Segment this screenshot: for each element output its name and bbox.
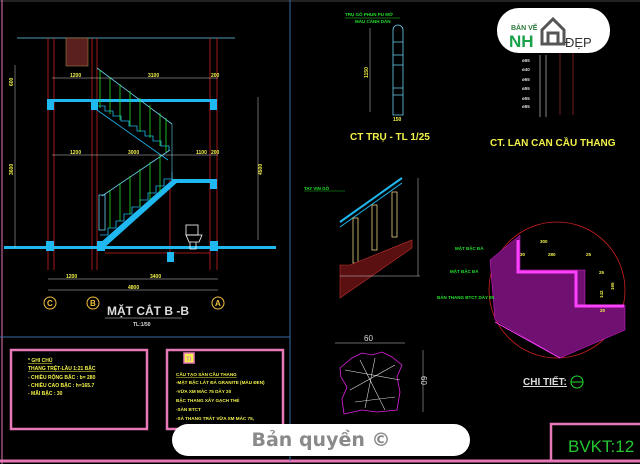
dim-label: 1100 <box>196 150 207 156</box>
svg-text:TI: TI <box>186 357 192 363</box>
section-drawing: 1200 3100 200 1200 3000 1100 200 1200 34… <box>4 37 276 328</box>
step-detail: MẶT BẬC ĐÁ MẶT BẬC ĐÁ BẢN THANG BTCT DÀY… <box>437 221 626 389</box>
svg-text:ø65: ø65 <box>522 58 530 63</box>
svg-text:BẢN THANG BTCT DÀY 80: BẢN THANG BTCT DÀY 80 <box>437 294 495 300</box>
svg-text:150: 150 <box>393 117 402 123</box>
dim-label: 3600 <box>9 164 15 175</box>
dim-label: 4800 <box>128 285 139 291</box>
dim-label: 1200 <box>70 150 81 156</box>
dim-label: 3400 <box>150 274 161 280</box>
svg-text:THANG TRỆT-LẦU 1:21 BẬC: THANG TRỆT-LẦU 1:21 BẬC <box>28 364 96 372</box>
svg-text:ø65: ø65 <box>522 77 530 82</box>
sheet-code-box: BVKT:12 <box>549 422 640 463</box>
watermark: Bản quyền © BanVeNhaDep.vn <box>172 424 470 464</box>
grid-axis-b: B <box>86 296 100 310</box>
handrail-detail: TAY VỊN GỖ <box>304 177 420 299</box>
svg-text:MẶT BẬC ĐÁ: MẶT BẬC ĐÁ <box>455 245 484 251</box>
svg-text:- MÃI BẬC : 30: - MÃI BẬC : 30 <box>28 390 63 397</box>
dim-label: 3100 <box>148 73 159 79</box>
svg-text:-MẶT BẬC LÁT ĐÁ GRANITE (MÀU Đ: -MẶT BẬC LÁT ĐÁ GRANITE (MÀU ĐEN) <box>176 379 265 385</box>
sheet-code: BVKT:12 <box>568 437 634 456</box>
svg-text:MẶT BẬC ĐÁ: MẶT BẬC ĐÁ <box>450 268 479 274</box>
grid-axis-a: A <box>211 296 225 310</box>
svg-text:165: 165 <box>610 282 615 290</box>
svg-text:ø40: ø40 <box>522 67 530 72</box>
toilet-symbol <box>185 224 203 250</box>
svg-text:1150: 1150 <box>364 67 370 78</box>
section-scale: TL:1/50 <box>133 322 151 328</box>
svg-text:ø55: ø55 <box>522 96 530 101</box>
svg-text:* GHI CHÚ: * GHI CHÚ <box>28 357 53 364</box>
svg-text:CẤU TẠO SÀN CẦU THANG: CẤU TẠO SÀN CẦU THANG <box>176 371 237 377</box>
svg-text:A: A <box>215 299 221 308</box>
svg-text:- CHIỀU CAO BẬC : h=165.7: - CHIỀU CAO BẬC : h=165.7 <box>28 382 94 389</box>
notes-box: * GHI CHÚ THANG TRỆT-LẦU 1:21 BẬC - CHIỀ… <box>9 348 149 431</box>
ornament-detail: 60 60 <box>335 334 428 415</box>
grid-axis-c: C <box>43 296 57 310</box>
dim-label: 1200 <box>66 274 77 280</box>
structure-box: TI CẤU TẠO SÀN CẦU THANG -MẶT BẬC LÁT ĐÁ… <box>165 348 285 431</box>
svg-text:-SÀ THANG TRÁT VỮA XM MÁC 75,: -SÀ THANG TRÁT VỮA XM MÁC 75, <box>176 415 254 421</box>
svg-text:60: 60 <box>364 334 373 343</box>
svg-text:TRỤ GỖ PHUN PU MỜ: TRỤ GỖ PHUN PU MỜ <box>345 10 393 17</box>
svg-text:- CHIỀU RỘNG BẬC : b= 280: - CHIỀU RỘNG BẬC : b= 280 <box>28 373 96 381</box>
svg-text:142: 142 <box>599 290 604 298</box>
section-title: MẶT CẮT B -B <box>107 303 189 318</box>
dim-label: 200 <box>211 150 220 156</box>
svg-text:BẬC THANG XÂY GẠCH THẺ: BẬC THANG XÂY GẠCH THẺ <box>176 397 239 403</box>
svg-text:B: B <box>90 299 96 308</box>
detail-callout: CHI TIẾT: <box>523 375 567 388</box>
svg-text:-VỮA XM MÁC 75 DÀY 20: -VỮA XM MÁC 75 DÀY 20 <box>176 388 232 394</box>
house-icon <box>540 16 566 46</box>
svg-text:TAY VỊN GỖ: TAY VỊN GỖ <box>304 185 330 191</box>
dim-label: 600 <box>9 77 15 86</box>
svg-text:30: 30 <box>520 252 526 257</box>
svg-text:ø65: ø65 <box>522 104 530 109</box>
dim-label: 4500 <box>258 164 264 175</box>
svg-text:MÀU CÁNH DÁN: MÀU CÁNH DÁN <box>355 18 391 24</box>
post-detail: TRỤ GỖ PHUN PU MỜ MÀU CÁNH DÁN 1150 150 … <box>345 10 430 143</box>
svg-text:60: 60 <box>419 376 428 385</box>
svg-text:ø55: ø55 <box>522 86 530 91</box>
dim-label: 200 <box>211 73 220 79</box>
svg-text:280: 280 <box>548 252 556 257</box>
post-detail-title: CT TRỤ - TL 1/25 <box>350 132 430 143</box>
dim-label: 3000 <box>128 150 139 156</box>
site-logo: BẢN VẼ NH ĐẸP <box>497 8 610 53</box>
newel-post <box>98 194 106 231</box>
svg-text:-SÀN BTCT: -SÀN BTCT <box>176 406 201 412</box>
railing-detail-title: CT. LAN CAN CẦU THANG <box>490 136 616 149</box>
svg-text:25: 25 <box>586 252 592 257</box>
dim-label: 1200 <box>70 73 81 79</box>
railing-detail: ø65 ø40 ø65 ø55 ø55 ø65 CT. LAN CAN CẦU … <box>490 52 616 149</box>
svg-text:25: 25 <box>599 270 605 275</box>
svg-text:300: 300 <box>540 239 548 244</box>
svg-text:C: C <box>47 299 53 308</box>
svg-text:20: 20 <box>600 308 606 313</box>
